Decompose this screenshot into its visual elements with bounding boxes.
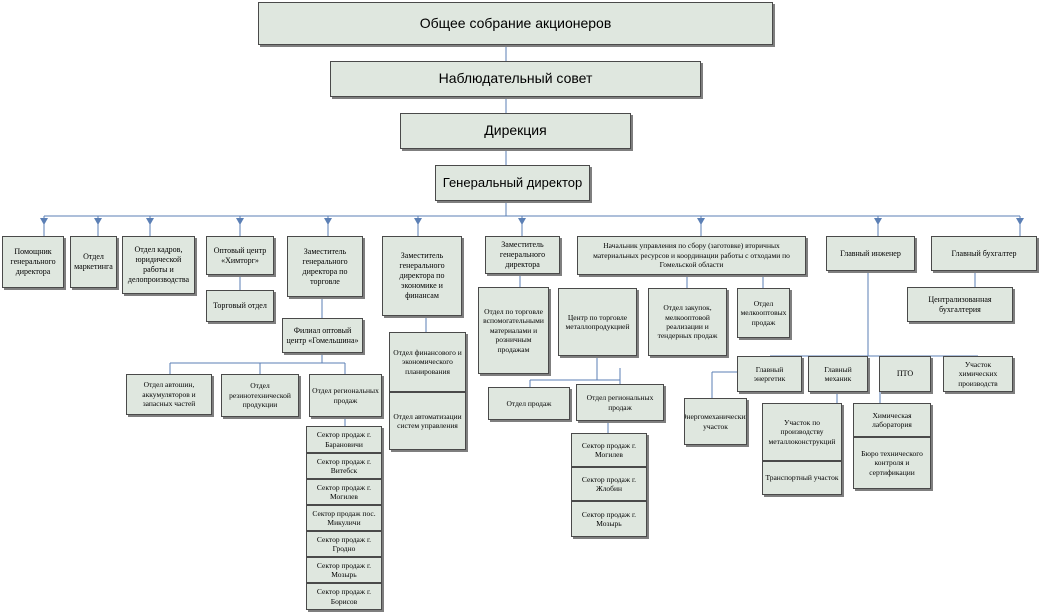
deputy-trade-box: Заместитель генерального директора по то…: [287, 236, 363, 297]
marketing-box: Отдел маркетинга: [70, 236, 117, 288]
wholesale-center-box: Оптовый центр «Химторг»: [206, 236, 274, 275]
assistant-gd-box: Помощник генерального директора: [2, 236, 64, 288]
sector-right-2: Сектор продаж г. Мозырь: [571, 501, 647, 537]
recycling-head-box: Начальник управления по сбору (заготовке…: [577, 236, 806, 275]
sector-right-1: Сектор продаж г. Жлобин: [571, 467, 647, 501]
chemical-production-box: Участок химических производств: [943, 356, 1013, 392]
sector-right-0: Сектор продаж г. Могилев: [571, 433, 647, 467]
deputy-gd-box: Заместитель генерального директора: [485, 236, 560, 274]
automation-box: Отдел автоматизации систем управления: [389, 392, 466, 450]
deputy-economy-box: Заместитель генерального директора по эк…: [382, 236, 462, 316]
chief-mechanic-box: Главный механик: [808, 356, 868, 392]
chief-accountant-box: Главный бухгалтер: [931, 236, 1037, 271]
procurement-box: Отдел закупок, мелкооптовой реализации и…: [648, 288, 727, 356]
metal-production-box: Участок по производству металлоконструкц…: [762, 403, 842, 461]
trade-dept-box: Торговый отдел: [206, 290, 274, 322]
supervisory-board-box: Наблюдательный совет: [330, 61, 701, 97]
rubber-dept-box: Отдел резинотехнической продукции: [221, 374, 299, 417]
aux-materials-box: Отдел по торговле вспомогательными матер…: [478, 287, 549, 374]
sector-left-2: Сектор продаж г. Могилев: [306, 479, 382, 505]
tech-control-box: Бюро технического контроля и сертификаци…: [853, 437, 931, 489]
sector-left-4: Сектор продаж г. Гродно: [306, 531, 382, 557]
central-accounting-box: Централизованная бухгалтерия: [907, 287, 1013, 322]
sector-left-6: Сектор продаж г. Борисов: [306, 583, 382, 610]
directorate-box: Дирекция: [400, 113, 631, 149]
sales-dept-box: Отдел продаж: [488, 387, 570, 420]
chem-lab-box: Химическая лаборатория: [853, 403, 931, 437]
auto-tires-dept-box: Отдел автошин, аккумуляторов и запасных …: [126, 374, 212, 415]
chief-power-box: Главный энергетик: [737, 356, 802, 392]
pto-box: ПТО: [879, 356, 931, 392]
sector-left-5: Сектор продаж г. Мозырь: [306, 557, 382, 583]
transport-box: Транспортный участок: [762, 461, 842, 495]
metal-center-box: Центр по торговле металлопродукцией: [558, 288, 637, 356]
regional-sales-1-box: Отдел региональных продаж: [309, 374, 382, 417]
general-director-box: Генеральный директор: [435, 165, 590, 201]
power-section-box: Энергомеханический участок: [684, 398, 747, 445]
sector-left-3: Сектор продаж пос. Микуличи: [306, 505, 382, 531]
wholesale-branch-box: Филиал оптовый центр «Гомельшина»: [282, 318, 363, 353]
regional-sales-2-box: Отдел региональных продаж: [576, 384, 664, 421]
shareholders-box: Общее собрание акционеров: [258, 2, 773, 45]
chief-engineer-box: Главный инженер: [826, 236, 915, 271]
small-wholesale-box: Отдел мелкооптовых продаж: [737, 288, 790, 338]
sector-left-0: Сектор продаж г. Барановичи: [306, 426, 382, 453]
hr-box: Отдел кадров, юридической работы и делоп…: [122, 236, 195, 294]
fin-planning-box: Отдел финансового и экономического плани…: [389, 332, 466, 392]
sector-left-1: Сектор продаж г. Витебск: [306, 453, 382, 479]
